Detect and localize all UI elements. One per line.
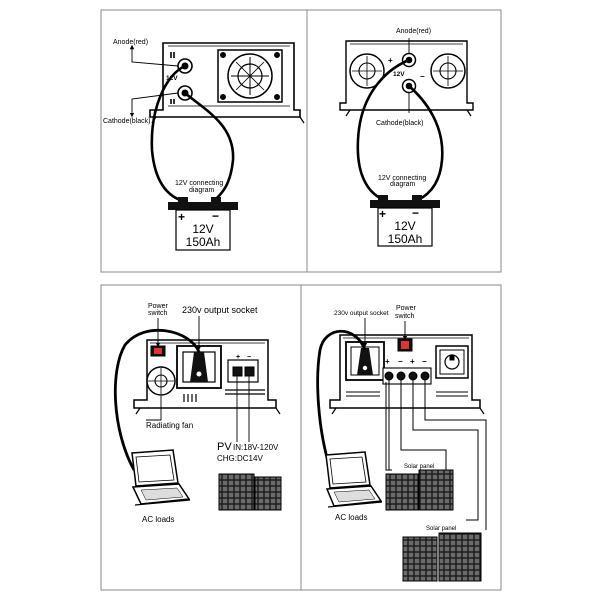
connecting-diagram-label-line1: 12V connecting [175,180,223,187]
radiating-fan-label: Radiating fan [146,421,193,430]
ac-loads-label: AC loads [142,515,174,524]
panel-frame-3 [100,284,302,591]
solar-panel-icon [218,473,255,511]
solar-panel-icon [418,469,454,511]
terminal-minus-sign: − [420,72,425,81]
cathode-label: Cathode(black) [376,120,423,127]
battery-capacity: 150Ah [388,232,423,246]
panel-frame-4 [300,284,502,591]
battery-cables [356,58,444,202]
solar-panel-icon [385,473,419,511]
connecting-diagram-label-line2: diagram [189,187,214,194]
power-switch-label-line1: Power [396,305,417,312]
pv-wiring [385,380,487,530]
solar-panel-icon [438,532,482,582]
solar-panel-icon [254,476,282,511]
battery-plus-sign: + [178,210,185,224]
output-socket-label: 230v output socket [182,305,258,315]
terminal-voltage-label: 12V [166,75,178,82]
pv-terminals-icon [227,359,259,383]
power-switch-icon [397,338,413,352]
ac-loads-label: AC loads [335,513,367,522]
battery-minus-sign: − [412,206,419,220]
connecting-diagram-label-line2: diagram [390,181,415,188]
battery-icon [168,197,238,251]
inverter-front-view-dual [329,334,485,415]
battery-icon [370,195,440,247]
ac-plug-icon [357,348,373,375]
terminal-plus-1: + [385,357,390,366]
terminal-minus-1: − [398,357,403,366]
fan-icon [146,366,176,396]
fan-icon [430,53,466,89]
battery-minus-sign: − [212,209,219,223]
pv-terminal-minus: − [247,354,251,361]
terminal-plus-2: + [410,357,415,366]
battery-voltage: 12V [394,219,415,233]
anode-label: Anode(red) [396,28,431,35]
terminal-voltage-label: 12V [393,71,405,78]
panel-frames [100,9,502,591]
battery-voltage: 12V [192,222,213,236]
inverter-back-view-dual-fan [339,40,474,117]
laptop-icon [325,451,383,508]
panel-frame-2 [306,9,502,273]
output-socket-label: 230v output socket [334,310,389,317]
anode-label: Anode(red) [113,39,148,46]
cathode-label: Cathode(black) [103,118,150,125]
terminal-minus-2: − [422,357,427,366]
terminal-plus-sign: + [388,56,393,65]
power-switch-label-line2: switch [395,313,415,320]
panel-2: 12V + − Anode(red) Cathode(black) 12V co… [339,28,474,247]
power-switch-label-line1: Power [148,303,169,310]
connecting-diagram-label-line1: 12V connecting [378,175,426,182]
power-switch-icon [150,345,166,357]
battery-capacity: 150Ah [186,235,221,249]
solar-panel-label-1: Solar panel [404,464,434,470]
ac-plug-icon [190,352,208,382]
solar-panel-icon [402,536,438,582]
pv-label: PV [217,441,232,453]
solar-panel-label-2: Solar panel [426,526,456,532]
fan-icon [349,53,385,89]
ac-load-cable [113,329,201,471]
laptop-icon [131,449,191,506]
battery-plus-sign: + [379,207,386,221]
ac-load-cable [316,329,367,469]
output-socket-icon [435,345,469,379]
pv-terminal-block-icon [382,367,432,385]
pv-terminal-plus: + [236,354,240,361]
panel-1: 12V Anode(red) Cathode(black) 12V connec… [103,39,305,251]
panel-3: + − Power switch 230v output socket Radi… [113,303,282,524]
power-switch-label-line2: switch [148,310,168,317]
pv-input-range: IN:18V-120V [233,443,279,452]
inverter-back-view [149,42,305,124]
battery-cables [150,64,235,204]
fan-icon [217,49,283,103]
panel-4: + − + − 230v output socket Power switch [316,305,487,582]
charge-voltage: CHG:DC14V [217,454,263,463]
